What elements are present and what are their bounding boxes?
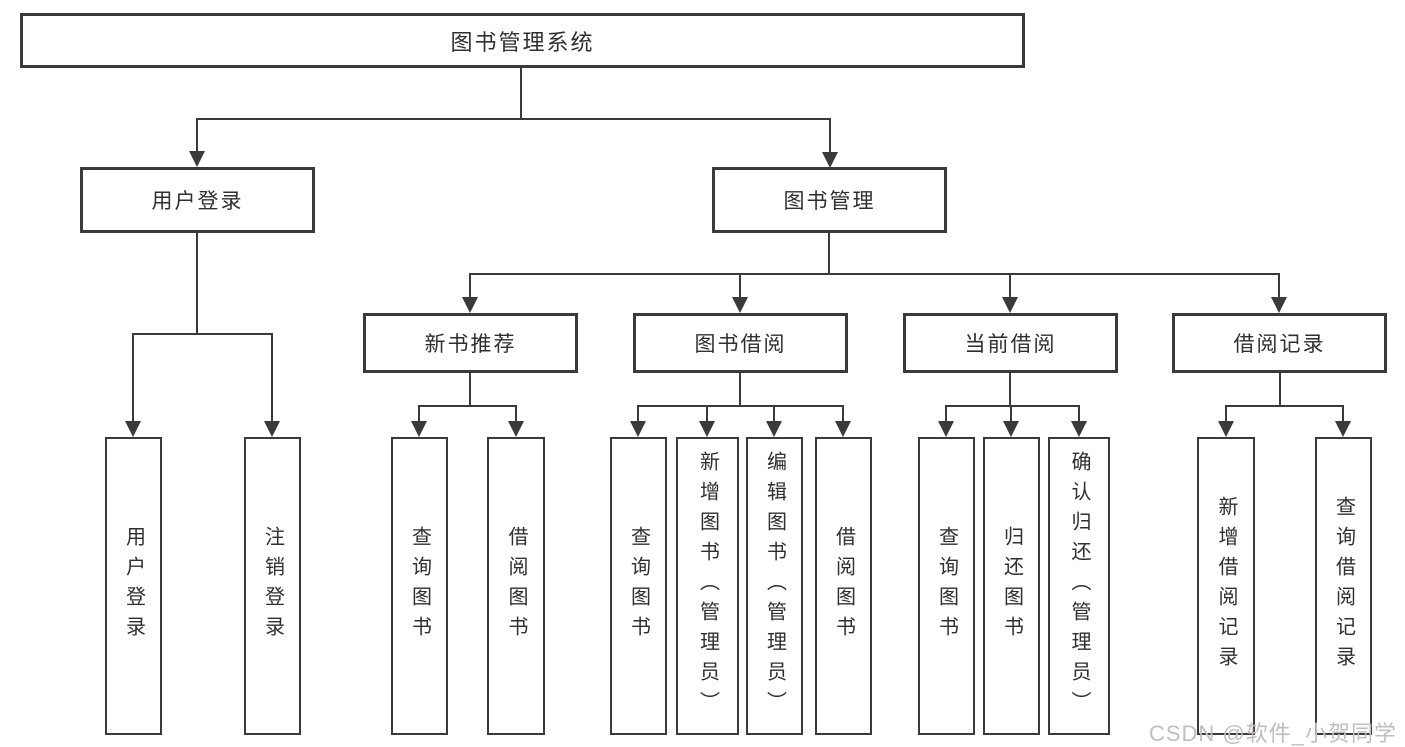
arrowhead [189, 151, 205, 167]
arrowhead [1071, 421, 1087, 437]
leaf-logout: 注销登录 [244, 437, 301, 735]
arrowhead [732, 297, 748, 313]
connector-rail [1225, 405, 1344, 407]
connector-root-trunk [520, 68, 522, 120]
connector-stem [945, 405, 947, 423]
leaf-query-borrow-record: 查询借阅记录 [1315, 437, 1372, 735]
node-current-borrowing: 当前借阅 [903, 313, 1118, 373]
arrowhead [508, 421, 524, 437]
connector-stem [842, 405, 844, 423]
arrowhead [938, 421, 954, 437]
connector-stem [271, 333, 273, 423]
connector-stem [1342, 405, 1344, 423]
leaf-edit-book-admin: 编辑图书（管理员） [746, 437, 803, 735]
connector-stem [1225, 405, 1227, 423]
connector-stem [1009, 273, 1011, 299]
leaf-query-books-current: 查询图书 [918, 437, 975, 735]
leaf-borrow-books-borrowing: 借阅图书 [815, 437, 872, 735]
arrowhead [1002, 297, 1018, 313]
leaf-return-books: 归还图书 [983, 437, 1040, 735]
connector-trunk [1009, 373, 1011, 406]
leaf-borrow-books-recommend: 借阅图书 [487, 437, 545, 735]
connector-stem [469, 273, 471, 299]
leaf-user-login: 用户登录 [105, 437, 162, 735]
connector-level1-rail [196, 118, 831, 120]
leaf-add-borrow-record: 新增借阅记录 [1197, 437, 1255, 735]
connector-stem [418, 405, 420, 423]
node-user-login: 用户登录 [80, 167, 315, 233]
connector-stem [1278, 273, 1280, 299]
connector-level2-rail [469, 273, 1280, 275]
connector-stem [706, 405, 708, 423]
connector-stem [1078, 405, 1080, 423]
arrowhead [125, 421, 141, 437]
leaf-confirm-return-admin: 确认归还（管理员） [1048, 437, 1110, 735]
connector-book-management-trunk [828, 233, 830, 273]
arrowhead [1271, 297, 1287, 313]
arrowhead [822, 152, 838, 168]
node-book-management: 图书管理 [712, 167, 947, 233]
arrowhead [411, 421, 427, 437]
arrowhead [835, 421, 851, 437]
connector-stem [829, 118, 831, 154]
leaf-query-books-borrowing: 查询图书 [610, 437, 667, 735]
connector-rail [418, 405, 517, 407]
connector-stem [515, 405, 517, 423]
connector-trunk [469, 373, 471, 406]
node-borrowing-records: 借阅记录 [1172, 313, 1387, 373]
connector-rail [945, 405, 1080, 407]
node-book-borrowing: 图书借阅 [633, 313, 848, 373]
node-root: 图书管理系统 [20, 13, 1025, 68]
arrowhead [1218, 421, 1234, 437]
connector-user-login-trunk [196, 232, 198, 333]
connector-trunk [1279, 373, 1281, 406]
connector-stem [1010, 405, 1012, 423]
node-new-book-recommend: 新书推荐 [363, 313, 578, 373]
connector-stem [196, 118, 198, 153]
arrowhead [699, 421, 715, 437]
connector-trunk [739, 373, 741, 406]
arrowhead [1335, 421, 1351, 437]
arrowhead [264, 421, 280, 437]
connector-stem [637, 405, 639, 423]
arrowhead [766, 421, 782, 437]
connector-stem [739, 273, 741, 299]
connector-stem [132, 333, 134, 423]
connector-stem [773, 405, 775, 423]
arrowhead [1003, 421, 1019, 437]
connector-user-login-rail [132, 333, 273, 335]
leaf-add-book-admin: 新增图书（管理员） [676, 437, 739, 735]
leaf-query-books-recommend: 查询图书 [391, 437, 448, 735]
connector-rail [637, 405, 844, 407]
watermark: CSDN @软件_小贺同学 [1148, 721, 1397, 746]
arrowhead [630, 421, 646, 437]
arrowhead [462, 297, 478, 313]
